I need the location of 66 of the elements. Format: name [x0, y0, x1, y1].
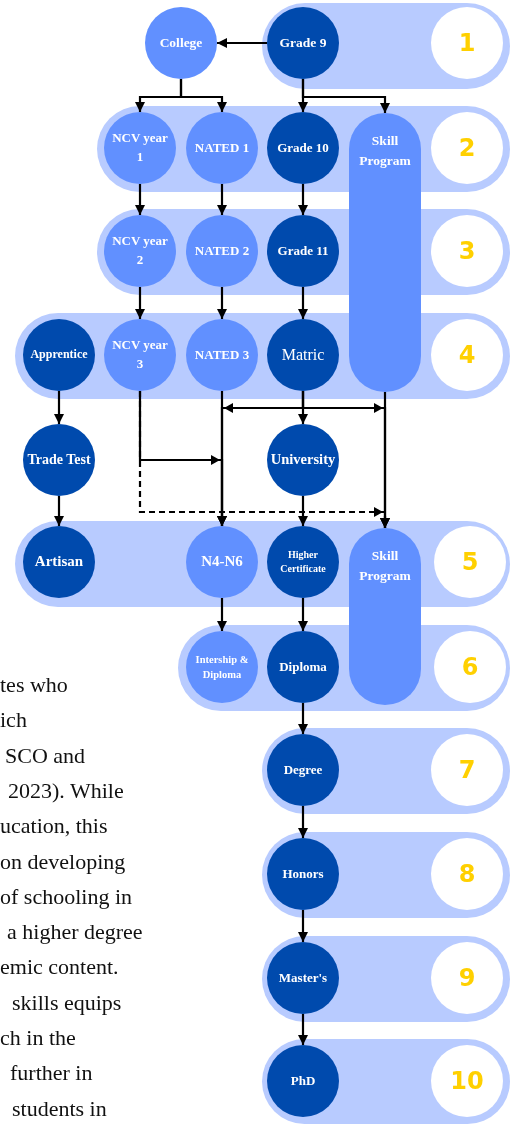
node-label: NCV year 3 [111, 336, 169, 373]
arrow [217, 598, 227, 631]
node-label: Artisan [33, 552, 85, 572]
node-label: Master's [277, 968, 329, 987]
body-text-line: ucation, this [0, 812, 108, 841]
arrow [179, 79, 227, 112]
node-label: Honors [281, 864, 325, 883]
node-label: Matric [280, 345, 326, 366]
node-label: Degree [282, 760, 324, 779]
node-label: Grade 10 [276, 138, 330, 157]
node-label: Diploma [278, 657, 328, 676]
level-number: 3 [457, 235, 477, 267]
level-number: 9 [457, 962, 477, 994]
body-text-line: ch in the [0, 1024, 76, 1052]
node-label: College [158, 34, 204, 53]
node-label: NCV year 2 [111, 232, 169, 269]
node-label: N4-N6 [200, 552, 244, 572]
body-text-line: of schooling in [0, 882, 132, 911]
node-label: NATED 3 [193, 345, 251, 364]
arrow [298, 287, 308, 319]
arrow [301, 79, 390, 113]
arrow [298, 806, 308, 838]
arrow [298, 1014, 308, 1045]
node-label: Intership & Diploma [194, 652, 250, 682]
arrow [380, 392, 390, 528]
node-label: Higher Certificate [279, 547, 327, 576]
level-number: 5 [460, 546, 480, 578]
body-text-line: a higher degree [7, 918, 143, 947]
body-text-line: further in [10, 1059, 93, 1088]
node-label: PhD [289, 1071, 317, 1090]
arrow [135, 287, 145, 319]
arrow [217, 184, 227, 215]
body-text-line: 2023). While [8, 776, 124, 805]
node-label: Skill Program [358, 547, 412, 585]
arrow [217, 287, 227, 319]
arrow [298, 703, 308, 734]
level-number: 4 [457, 339, 477, 371]
body-text-line: SCO and [5, 741, 86, 770]
node-label: Skill Program [358, 132, 412, 170]
body-text-line: tes who [0, 671, 68, 699]
body-text-line: emic content. [0, 953, 119, 982]
level-number: 1 [457, 27, 477, 59]
node-label: University [269, 450, 337, 470]
level-number: 7 [457, 754, 477, 786]
node-label: NATED 1 [193, 138, 251, 157]
body-text-line: ich [0, 706, 27, 735]
arrow [217, 38, 267, 48]
node-label: Grade 11 [276, 241, 330, 260]
arrow [298, 598, 308, 631]
level-number: 6 [460, 651, 480, 683]
arrow [54, 391, 64, 424]
level-number: 8 [457, 858, 477, 890]
arrow [135, 184, 145, 215]
body-text-line: skills equips [12, 988, 122, 1017]
node-label: Grade 9 [278, 34, 328, 53]
level-number: 2 [457, 132, 477, 164]
body-text-line: students in [12, 1094, 107, 1123]
node-label: NATED 2 [193, 241, 251, 260]
arrow [298, 910, 308, 942]
node-label: Apprentice [29, 346, 89, 364]
node-label: NCV year 1 [111, 129, 169, 166]
body-text-line: on developing [0, 847, 126, 876]
level-number: 10 [449, 1065, 485, 1097]
arrow [298, 184, 308, 215]
node-label: Trade Test [26, 450, 92, 469]
arrow [298, 496, 308, 526]
